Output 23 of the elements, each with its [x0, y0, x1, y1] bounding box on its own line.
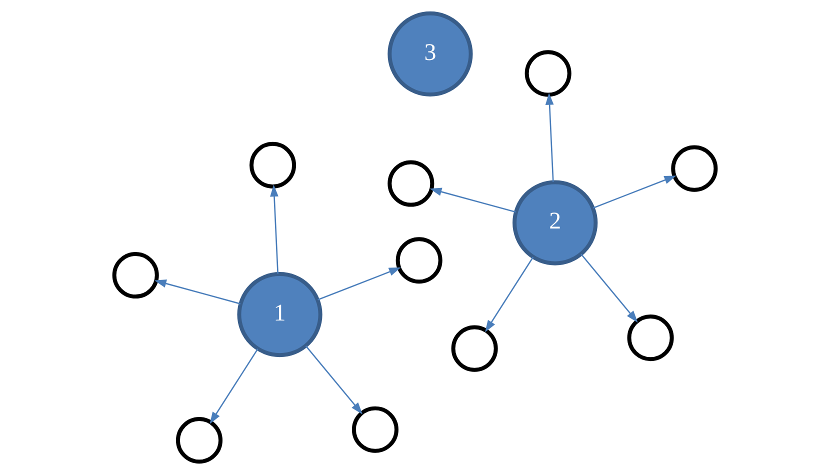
node-circle — [112, 252, 158, 299]
node-circle: 1 — [236, 272, 322, 358]
arrow — [544, 92, 554, 182]
arrow — [304, 346, 362, 414]
arrow — [429, 188, 516, 213]
arrow — [209, 348, 258, 424]
arrow — [270, 184, 278, 274]
arrow — [317, 267, 400, 300]
node-circle — [351, 406, 398, 453]
arrow — [592, 176, 676, 209]
node-circle — [524, 50, 571, 97]
node-circle — [626, 314, 674, 362]
node-circle — [175, 417, 222, 464]
node-circle — [670, 145, 718, 192]
arrow — [580, 254, 638, 323]
arrow — [154, 279, 240, 304]
node-circle — [249, 142, 296, 188]
node-circle: 2 — [512, 180, 598, 266]
node-circle — [387, 160, 434, 207]
node-circle — [395, 237, 442, 284]
arrow — [484, 256, 534, 332]
node-circle: 3 — [387, 11, 472, 97]
node-circle — [450, 325, 498, 372]
